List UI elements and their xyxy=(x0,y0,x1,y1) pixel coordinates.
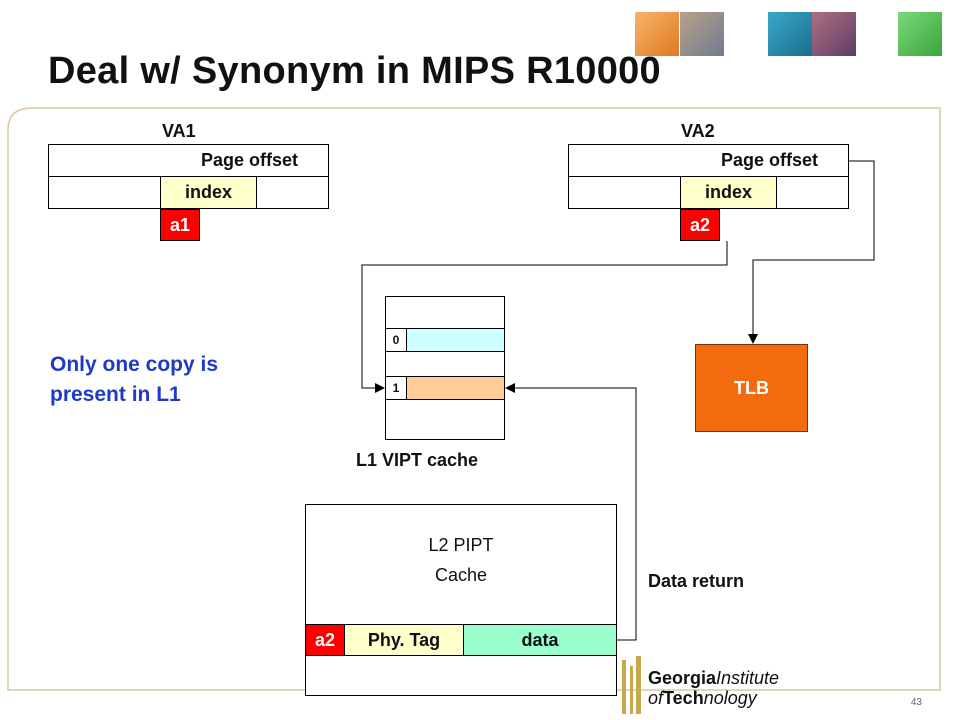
data-return-arrow xyxy=(505,383,637,641)
va2-addr-a2: a2 xyxy=(680,209,720,241)
l1-row-0-label: 0 xyxy=(385,328,407,352)
l1-row-1-label: 1 xyxy=(385,376,407,400)
l2-title-line1: L2 PIPT xyxy=(428,535,494,555)
va2-index: index xyxy=(680,176,777,209)
slide-title: Deal w/ Synonym in MIPS R10000 xyxy=(48,50,661,92)
page-number: 43 xyxy=(910,697,922,708)
a2-to-l1-arrow xyxy=(361,241,728,393)
va2-label: VA2 xyxy=(681,121,715,141)
svg-text:GeorgiaInstitute: GeorgiaInstitute xyxy=(648,668,779,688)
l2-title-line2: Cache xyxy=(434,565,488,585)
l2-addr-a2: a2 xyxy=(305,624,345,656)
l1-cache-box xyxy=(385,296,505,440)
va1-addr-a1: a1 xyxy=(160,209,200,241)
l2-cache-title: L2 PIPT Cache xyxy=(305,530,617,590)
va1-label: VA1 xyxy=(162,121,196,141)
l1-cache-label: L1 VIPT cache xyxy=(356,450,479,470)
l2-phy-tag: Phy. Tag xyxy=(344,624,464,656)
va1-index: index xyxy=(160,176,257,209)
tlb-box: TLB xyxy=(695,344,808,432)
georgia-tech-logo: GeorgiaInstitute ofTechnology xyxy=(622,656,779,714)
green-photo-tile xyxy=(898,12,942,56)
va1-page-offset: Page offset xyxy=(201,150,299,170)
va2-page-offset: Page offset xyxy=(721,150,819,170)
blue-photo-tile xyxy=(768,12,812,56)
l2-cache-box xyxy=(305,504,617,696)
orange-photo-tile xyxy=(635,12,679,56)
page-offset-to-tlb-arrow xyxy=(748,160,875,344)
l2-data: data xyxy=(463,624,617,656)
svg-text:ofTechnology: ofTechnology xyxy=(648,688,758,708)
campus-photo-tile xyxy=(680,12,724,56)
circuit-photo-tile xyxy=(812,12,856,56)
synonym-note: Only one copy is present in L1 xyxy=(50,353,219,406)
data-return-label: Data return xyxy=(648,571,745,591)
